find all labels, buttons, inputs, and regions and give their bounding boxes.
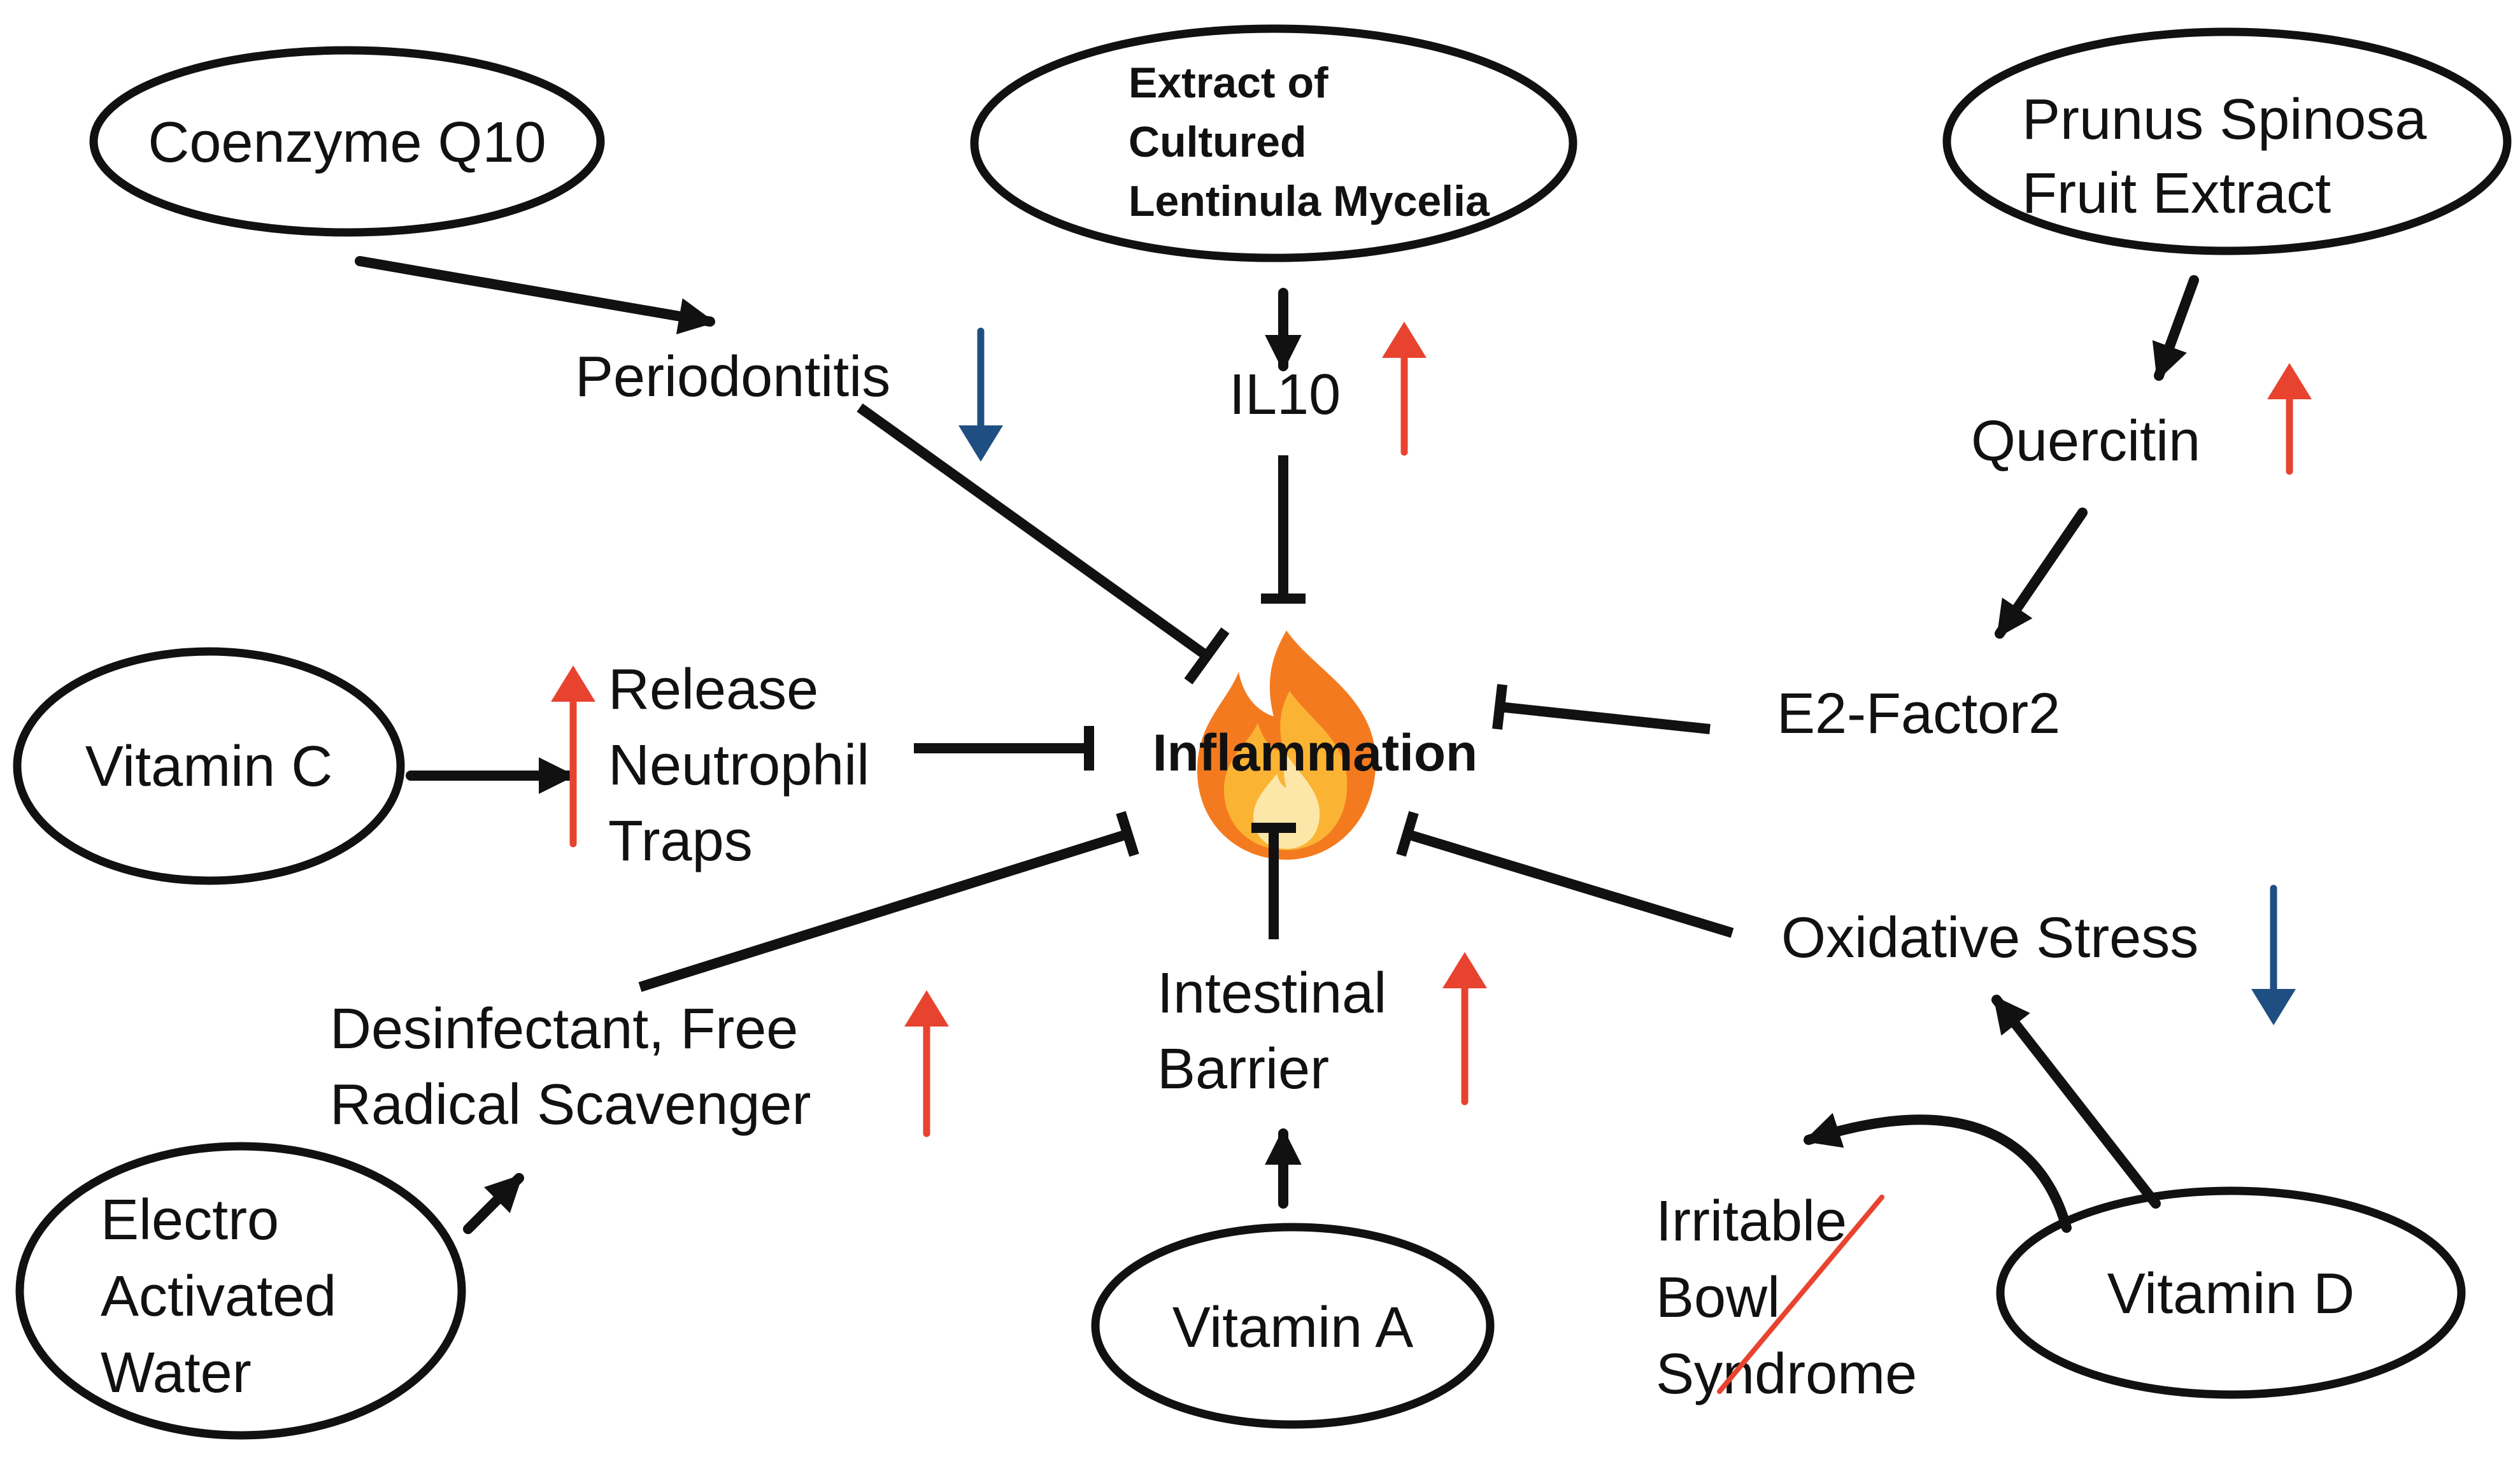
mediator-e2-factor-label: E2-Factor2: [1777, 682, 2060, 746]
node-electro-activated-water: Electro Activated Water: [15, 1142, 466, 1440]
inhibit-intestinal-barrier-to-inflammation: [1251, 823, 1296, 939]
arrow-up-icon: [2267, 363, 2312, 475]
arrow-vitamin-d-to-oxidative-stress: [1991, 995, 2161, 1209]
mediator-neutrophil-traps-line-2: Neutrophil: [608, 734, 869, 797]
ibs-strike-line: [1717, 1195, 1884, 1394]
inhibit-disinfectant-to-inflammation: [638, 811, 1139, 992]
node-electro-label-line-1: Electro: [101, 1188, 279, 1252]
node-lentinula-label-line-1: Extract of: [1128, 59, 1328, 107]
node-vitamin-d-label: Vitamin D: [2107, 1262, 2354, 1326]
arrow-vitamin-d-to-ibs: [1803, 1112, 2072, 1233]
mediator-ibs-line-1: Irritable: [1656, 1190, 1847, 1253]
inhibit-oxidative-stress-to-inflammation: [1396, 811, 1734, 938]
mediator-intestinal-barrier-line-1: Intestinal: [1157, 962, 1386, 1025]
arrow-water-to-disinfectant: [463, 1173, 524, 1234]
mediator-quercitin-label: Quercitin: [1971, 409, 2200, 473]
node-vitamin-c: Vitamin C: [13, 647, 405, 885]
mediator-il10-label: IL10: [1229, 363, 1341, 427]
node-prunus-spinosa: Prunus Spinosa Fruit Extract: [1942, 27, 2512, 255]
node-vitamin-a-label: Vitamin A: [1172, 1296, 1414, 1360]
mediator-intestinal-barrier-line-2: Barrier: [1157, 1037, 1329, 1101]
mediator-periodontitis-label: Periodontitis: [575, 345, 890, 409]
arrow-up-icon: [551, 665, 595, 848]
inhibit-periodontitis-to-inflammation: [857, 403, 1230, 685]
arrow-down-icon: [2251, 885, 2296, 1025]
node-coenzyme-q10: Coenzyme Q10: [89, 46, 605, 237]
mediator-disinfectant-line-2: Radical Scavenger: [330, 1073, 811, 1137]
node-lentinula-extract: Extract of Cultured Lentinula Mycelia: [970, 24, 1577, 262]
node-electro-label-line-3: Water: [101, 1341, 252, 1405]
node-vitamin-c-label: Vitamin C: [85, 735, 332, 799]
inhibit-e2-factor-to-inflammation: [1492, 684, 1711, 734]
node-coenzyme-q10-label: Coenzyme Q10: [148, 111, 546, 174]
mediator-oxidative-stress-label: Oxidative Stress: [1781, 906, 2198, 970]
mediator-neutrophil-traps-line-3: Traps: [608, 809, 753, 873]
inhibit-il10-to-inflammation: [1261, 455, 1306, 604]
arrow-quercitin-to-e2-factor: [1995, 508, 2088, 639]
node-lentinula-label-line-2: Cultured: [1128, 118, 1307, 166]
inhibit-neutrophil-traps-to-inflammation: [914, 726, 1094, 771]
inflammation-label: Inflammation: [1153, 724, 1477, 782]
arrow-up-icon: [1382, 322, 1427, 456]
arrow-up-icon: [904, 990, 949, 1137]
node-prunus-label-line-1: Prunus Spinosa: [2022, 88, 2427, 152]
arrow-down-icon: [958, 327, 1003, 462]
mediator-disinfectant-line-1: Desinfectant, Free: [330, 997, 798, 1061]
mediator-ibs: Irritable Bowl Syndrome: [1656, 1190, 1917, 1406]
node-vitamin-a: Vitamin A: [1091, 1223, 1495, 1429]
arrow-coq10-to-periodontitis: [355, 256, 716, 335]
mediator-ibs-line-2: Bowl: [1656, 1266, 1780, 1330]
node-prunus-label-line-2: Fruit Extract: [2022, 162, 2331, 225]
node-vitamin-d: Vitamin D: [1996, 1186, 2466, 1399]
node-electro-label-line-2: Activated: [101, 1265, 336, 1328]
arrow-up-icon: [1442, 952, 1487, 1105]
node-lentinula-label-line-3: Lentinula Mycelia: [1128, 177, 1490, 225]
arrow-prunus-to-quercitin: [2152, 275, 2199, 381]
mediator-ibs-line-3: Syndrome: [1656, 1342, 1917, 1406]
mediator-neutrophil-traps-line-1: Release: [608, 658, 818, 721]
